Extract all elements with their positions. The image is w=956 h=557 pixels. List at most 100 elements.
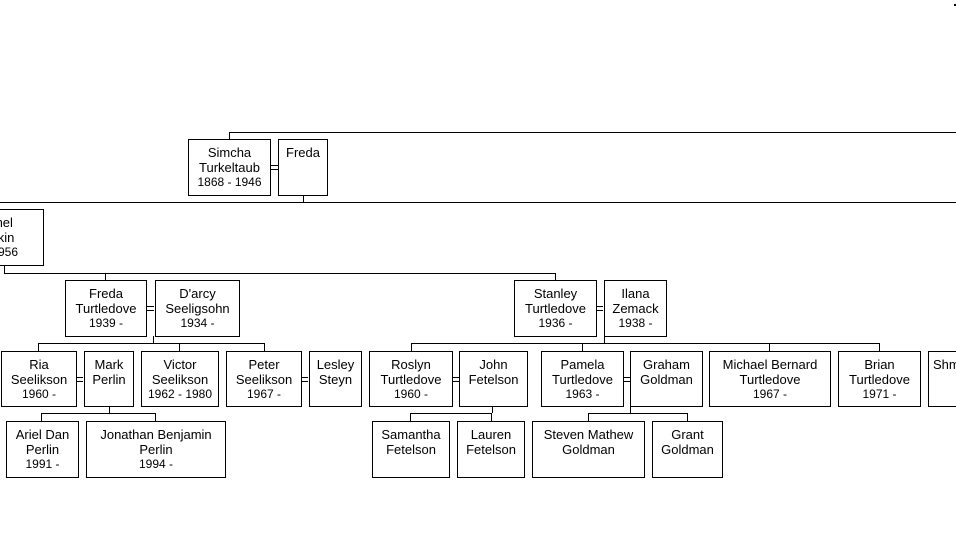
connector-line [155, 413, 156, 421]
person-last-name: Steyn [318, 372, 353, 387]
person-brian-turtledove[interactable]: Brian Turtledove 1971 - [838, 351, 921, 407]
person-pamela-turtledove[interactable]: Pamela Turtledove 1963 - [541, 351, 624, 407]
person-dates: 1971 - [862, 387, 897, 401]
connector-line [41, 413, 156, 414]
person-steven-goldman[interactable]: Steven Mathew Goldman [532, 421, 645, 478]
person-mark-perlin[interactable]: Mark Perlin [84, 351, 134, 407]
person-last-name: Turtledove [380, 372, 442, 387]
person-freda-sr[interactable]: Freda [278, 139, 328, 196]
person-last-name: Zemack [612, 301, 659, 316]
person-darcy-seeligsohn[interactable]: D'arcy Seeligsohn 1934 - [155, 280, 240, 337]
person-first-name: Jonathan Benjamin [100, 427, 212, 442]
person-lesley-steyn[interactable]: Lesley Steyn [309, 351, 362, 407]
person-john-fetelson[interactable]: John Fetelson [459, 351, 528, 407]
person-last-name: Turtledove [75, 301, 137, 316]
person-freda-turtledove[interactable]: Freda Turtledove 1939 - [65, 280, 147, 337]
person-last-name: Seelikson [235, 372, 293, 387]
connector-line [630, 406, 631, 413]
person-dates: 1967 - [246, 387, 282, 401]
person-first-name: Simcha [207, 145, 252, 160]
person-simcha-turkeltaub[interactable]: Simcha Turkeltaub 1868 - 1946 [188, 139, 271, 196]
connector-line [179, 343, 180, 351]
person-last-name: alkin [0, 230, 15, 245]
person-ariel-perlin[interactable]: Ariel Dan Perlin 1991 - [6, 421, 79, 478]
person-dates: 1938 - [618, 316, 653, 330]
connector-line [4, 265, 5, 273]
person-dates: - 1956 [0, 245, 19, 259]
person-first-name: Mark [94, 357, 124, 372]
person-last-name: Turtledove [739, 372, 801, 387]
person-dates: 1994 - [138, 457, 174, 471]
marriage-symbol [596, 306, 603, 311]
person-first-name: Lauren [470, 427, 512, 442]
person-last-name: Perlin [139, 442, 173, 457]
marriage-symbol [147, 306, 154, 311]
marriage-symbol [623, 377, 630, 382]
person-dates: 1963 - [565, 387, 600, 401]
person-first-name: chel [0, 215, 13, 230]
connector-line [769, 343, 770, 351]
marriage-symbol [271, 165, 278, 170]
person-first-name: Stanley [533, 286, 578, 301]
person-first-name: Ilana [621, 286, 650, 301]
marriage-symbol [301, 377, 308, 382]
person-ria-seelikson[interactable]: Ria Seelikson 1960 - [1, 351, 77, 407]
person-first-name: Grant [671, 427, 704, 442]
connector-line [0, 202, 956, 203]
person-dates: 1960 - [21, 387, 57, 401]
connector-line [229, 132, 230, 139]
person-first-name: Lesley [316, 357, 355, 372]
person-dates: 1960 - [393, 387, 429, 401]
person-rachel-malkin[interactable]: chel alkin - 1956 [0, 209, 44, 266]
person-last-name: Seelikson [10, 372, 68, 387]
connector-line [410, 413, 492, 414]
person-first-name: Freda [89, 286, 123, 301]
person-last-name: Turkeltaub [199, 160, 260, 175]
person-first-name: Michael Bernard [722, 357, 818, 372]
connector-line [38, 343, 265, 344]
connector-line [411, 343, 880, 344]
connector-line [109, 406, 110, 413]
person-samantha-fetelson[interactable]: Samantha Fetelson [372, 421, 450, 478]
person-peter-seelikson[interactable]: Peter Seelikson 1967 - [226, 351, 302, 407]
person-shm-partial[interactable]: Shm [928, 351, 956, 407]
person-first-name: Pamela [560, 357, 605, 372]
person-last-name: Goldman [562, 442, 615, 457]
person-lauren-fetelson[interactable]: Lauren Fetelson [457, 421, 525, 478]
person-first-name: Peter [248, 357, 280, 372]
person-last-name: Turtledove [849, 372, 910, 387]
person-first-name: Steven Mathew [543, 427, 634, 442]
person-grant-goldman[interactable]: Grant Goldman [652, 421, 723, 478]
person-dates: 1962 - 1980 [147, 387, 213, 401]
marriage-symbol [452, 377, 459, 382]
connector-line [4, 273, 556, 274]
person-last-name: Seelikson [151, 372, 209, 387]
person-michael-turtledove[interactable]: Michael Bernard Turtledove 1967 - [709, 351, 831, 407]
person-first-name: Shm [933, 357, 956, 372]
person-dates: 1991 - [25, 457, 60, 471]
connector-line [588, 413, 688, 414]
person-dates: 1936 - [538, 316, 573, 330]
person-victor-seelikson[interactable]: Victor Seelikson 1962 - 1980 [141, 351, 219, 407]
connector-line [303, 195, 304, 202]
person-stanley-turtledove[interactable]: Stanley Turtledove 1936 - [514, 280, 597, 337]
person-last-name: Goldman [640, 372, 693, 387]
connector-line [38, 343, 39, 351]
connector-line [105, 273, 106, 280]
connector-line [410, 413, 411, 421]
connector-line [411, 343, 412, 351]
connector-line [491, 413, 492, 421]
person-last-name: Goldman [661, 442, 714, 457]
person-roslyn-turtledove[interactable]: Roslyn Turtledove 1960 - [369, 351, 453, 407]
person-dates: 1868 - 1946 [197, 175, 262, 189]
person-first-name: John [479, 357, 508, 372]
person-ilana-zemack[interactable]: Ilana Zemack 1938 - [604, 280, 667, 337]
person-last-name: Seeligsohn [165, 301, 230, 316]
person-last-name: Perlin [25, 442, 60, 457]
person-first-name: Graham [643, 357, 690, 372]
person-first-name: Roslyn [391, 357, 431, 372]
person-jonathan-perlin[interactable]: Jonathan Benjamin Perlin 1994 - [86, 421, 226, 478]
person-dates: 1934 - [180, 316, 215, 330]
person-graham-goldman[interactable]: Graham Goldman [630, 351, 703, 407]
